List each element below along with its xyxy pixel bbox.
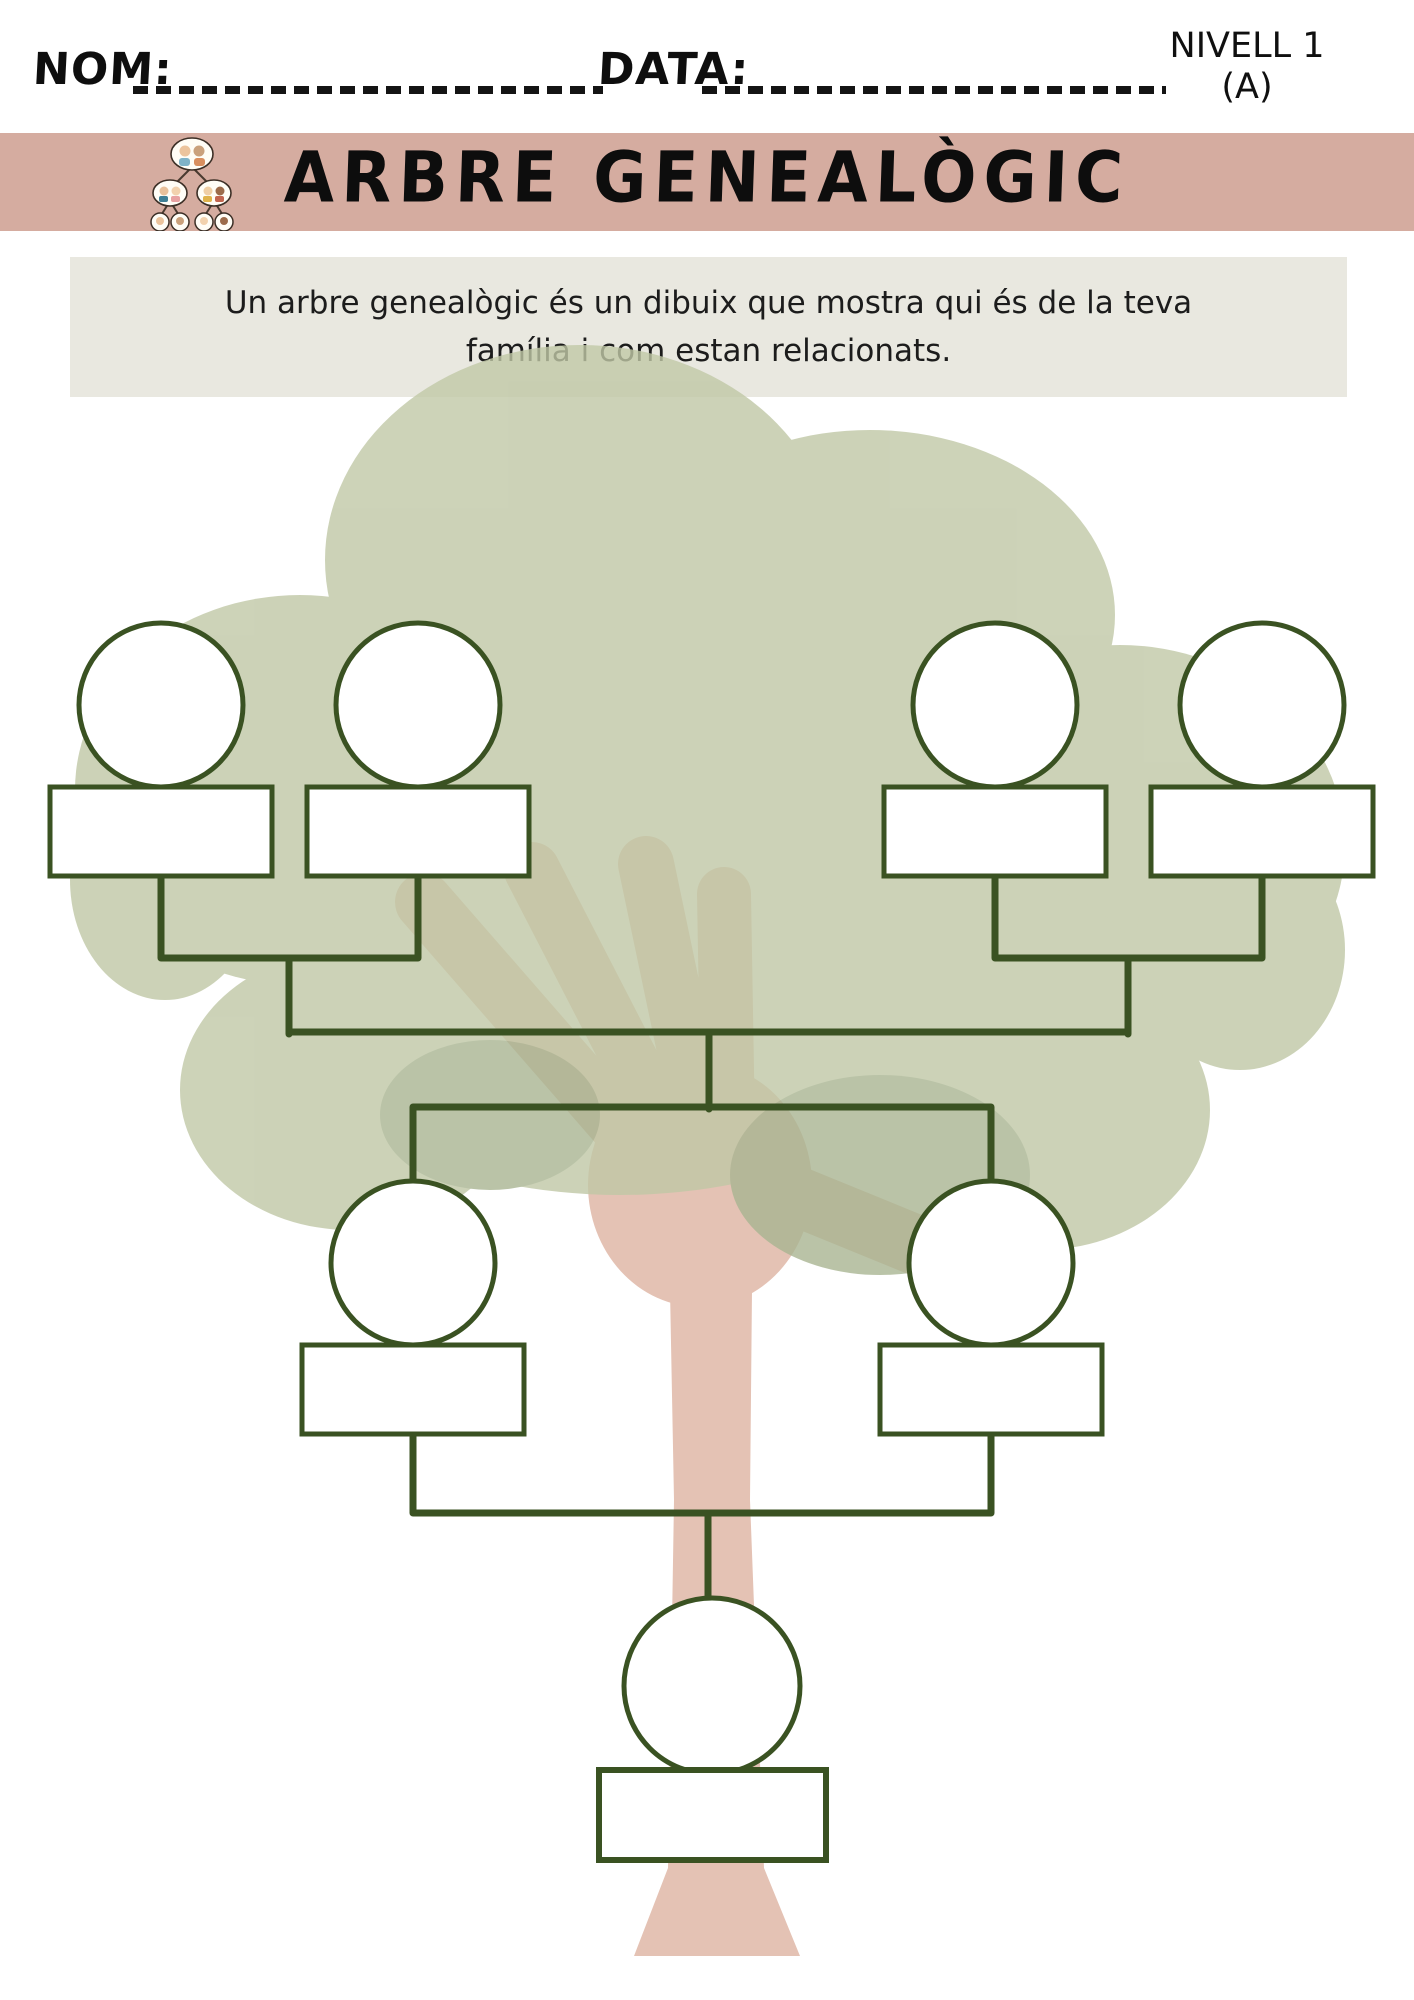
grandparent-1-name-box[interactable] (47, 784, 275, 879)
parent-1-photo-circle[interactable] (328, 1178, 498, 1348)
grandparent-2-photo-circle[interactable] (333, 620, 503, 790)
grandparent-4-photo-circle[interactable] (1177, 620, 1347, 790)
level-line2: (A) (1221, 67, 1273, 108)
child-name-box[interactable] (596, 1767, 829, 1863)
grandparent-3-name-box[interactable] (881, 784, 1109, 879)
title-banner: ARBRE GENEALÒGIC (0, 133, 1414, 231)
connector-parents-span (409, 1103, 995, 1188)
parent-1-name-box[interactable] (299, 1342, 527, 1437)
date-write-line[interactable] (702, 86, 1166, 94)
grandparent-1-photo-circle[interactable] (76, 620, 246, 790)
intro-box: Un arbre genealògic és un dibuix que mos… (70, 257, 1347, 397)
grandparent-2-name-box[interactable] (304, 784, 532, 879)
grandparent-3-photo-circle[interactable] (910, 620, 1080, 790)
parent-2-name-box[interactable] (877, 1342, 1105, 1437)
name-write-line[interactable] (133, 86, 603, 94)
child-photo-circle[interactable] (621, 1595, 803, 1777)
level-badge: NIVELL 1 (A) (1122, 26, 1372, 109)
connector-parents-bottom (409, 1430, 995, 1517)
parent-2-photo-circle[interactable] (906, 1178, 1076, 1348)
family-tree-icon (150, 137, 234, 231)
grandparent-4-name-box[interactable] (1148, 784, 1376, 879)
level-line1: NIVELL 1 (1169, 26, 1325, 66)
tree-connectors (157, 872, 1266, 1604)
